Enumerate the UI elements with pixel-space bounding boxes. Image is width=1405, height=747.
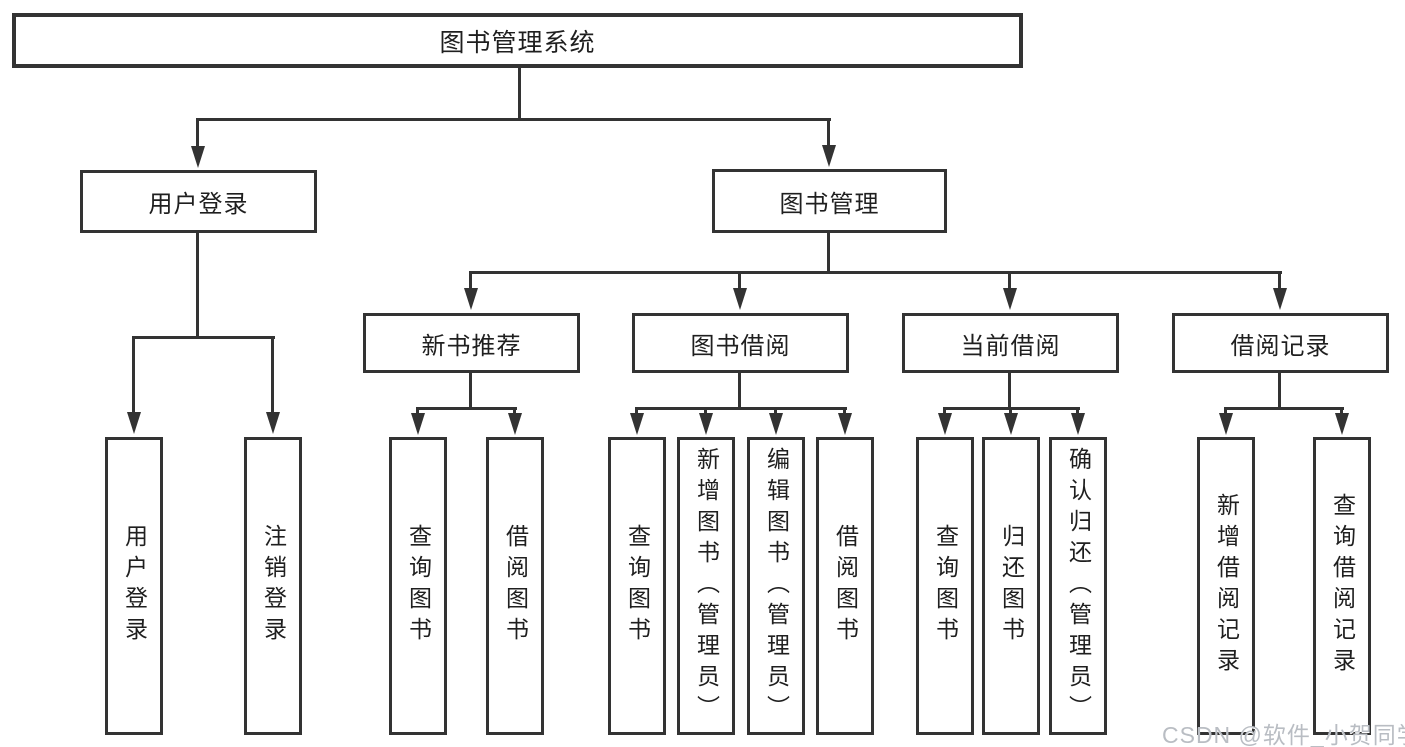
arrow-down-icon	[127, 412, 141, 434]
connector-drop	[416, 409, 419, 415]
arrow-down-icon	[822, 145, 836, 167]
connector-borrow-records-branch	[1224, 407, 1344, 410]
connector-drop	[943, 409, 946, 415]
csdn-watermark: CSDN @软件_小贺同学	[1162, 722, 1405, 747]
connector-drop-current-borrow	[1008, 273, 1011, 289]
leaf-bb-edit-book-admin: 编辑图书（管理员）	[747, 437, 805, 735]
node-user-login: 用户登录	[80, 170, 317, 233]
connector-root-stem	[518, 68, 521, 120]
arrow-down-icon	[630, 413, 644, 435]
node-root: 图书管理系统	[12, 13, 1023, 68]
connector-book-borrow-stem	[738, 372, 741, 409]
connector-drop-borrow-records	[1278, 273, 1281, 289]
arrow-down-icon	[699, 413, 713, 435]
leaf-logout: 注销登录	[244, 437, 302, 735]
connector-drop	[1009, 409, 1012, 415]
leaf-nb-query-book: 查询图书	[389, 437, 447, 735]
connector-drop-leaf-logout	[271, 338, 274, 414]
connector-drop	[1224, 409, 1227, 415]
arrow-down-icon	[938, 413, 952, 435]
arrow-down-icon	[1003, 288, 1017, 310]
connector-current-borrow-branch	[943, 407, 1080, 410]
connector-current-borrow-stem	[1008, 372, 1011, 409]
connector-drop	[635, 409, 638, 415]
connector-drop	[704, 409, 707, 415]
connector-drop	[774, 409, 777, 415]
arrow-down-icon	[838, 413, 852, 435]
node-current-borrow: 当前借阅	[902, 313, 1119, 373]
arrow-down-icon	[1071, 413, 1085, 435]
arrow-down-icon	[266, 412, 280, 434]
arrow-down-icon	[1004, 413, 1018, 435]
connector-new-book-branch	[416, 407, 517, 410]
connector-drop	[513, 409, 516, 415]
connector-new-book-stem	[469, 372, 472, 409]
connector-root-branch	[196, 118, 831, 121]
node-borrow-records: 借阅记录	[1172, 313, 1389, 373]
leaf-br-add-record: 新增借阅记录	[1197, 437, 1255, 735]
arrow-down-icon	[733, 288, 747, 310]
arrow-down-icon	[464, 288, 478, 310]
leaf-cb-query-book: 查询图书	[916, 437, 974, 735]
connector-drop-new-book	[469, 273, 472, 289]
connector-borrow-records-stem	[1278, 372, 1281, 409]
connector-drop-leaf-user-login	[132, 338, 135, 414]
connector-drop-book-borrow	[738, 273, 741, 289]
leaf-bb-query-book: 查询图书	[608, 437, 666, 735]
arrow-down-icon	[1335, 413, 1349, 435]
arrow-down-icon	[1273, 288, 1287, 310]
node-book-borrow: 图书借阅	[632, 313, 849, 373]
connector-book-management-branch	[469, 271, 1282, 274]
arrow-down-icon	[1219, 413, 1233, 435]
leaf-cb-confirm-return-admin: 确认归还（管理员）	[1049, 437, 1107, 735]
connector-book-borrow-branch	[635, 407, 847, 410]
connector-drop	[1076, 409, 1079, 415]
arrow-down-icon	[411, 413, 425, 435]
node-new-book-recommend: 新书推荐	[363, 313, 580, 373]
connector-user-login-branch	[132, 336, 275, 339]
leaf-user-login: 用户登录	[105, 437, 163, 735]
node-book-management: 图书管理	[712, 169, 947, 233]
arrow-down-icon	[191, 146, 205, 168]
leaf-bb-borrow-book: 借阅图书	[816, 437, 874, 735]
connector-drop	[843, 409, 846, 415]
leaf-nb-borrow-book: 借阅图书	[486, 437, 544, 735]
connector-user-login-stem	[196, 233, 199, 338]
leaf-bb-add-book-admin: 新增图书（管理员）	[677, 437, 735, 735]
connector-drop-user-login	[196, 120, 199, 148]
connector-drop	[1340, 409, 1343, 415]
arrow-down-icon	[508, 413, 522, 435]
leaf-br-query-record: 查询借阅记录	[1313, 437, 1371, 735]
connector-book-management-stem	[827, 233, 830, 273]
leaf-cb-return-book: 归还图书	[982, 437, 1040, 735]
connector-drop-book-management	[827, 120, 830, 148]
arrow-down-icon	[769, 413, 783, 435]
